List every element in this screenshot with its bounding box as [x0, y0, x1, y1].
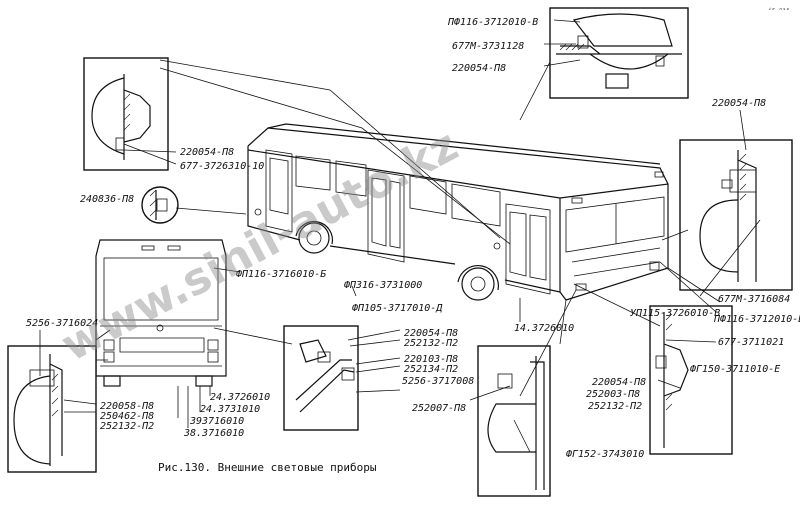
label-5256-3716024: 5256-3716024: [26, 318, 98, 329]
label-top-lamp-2: 677М-3731128: [452, 41, 524, 52]
inset-side-marker: [141, 186, 179, 224]
label-b-252132: 252132-П2: [404, 338, 458, 349]
label-fp105: ФП105-3717010-Д: [352, 303, 443, 314]
label-up115: УП115-3726010-В: [630, 308, 720, 319]
inset-headlamp: [679, 139, 793, 291]
corner-mark: ⁱᵉ ⁿˢᵒ: [768, 7, 790, 14]
label-b-252134: 252134-П2: [404, 364, 458, 375]
inset-marker-lamp: [649, 305, 733, 455]
label-r-24-1: 24.3726010: [210, 392, 270, 403]
label-top-lamp-3: 220054-П8: [452, 63, 506, 74]
label-b-220103: 220103-П8: [404, 354, 458, 365]
leader-lines: [39, 19, 761, 453]
label-top-lamp-1: ПФ116-3712010-В: [447, 17, 538, 28]
label-fp316: ФП316-3731000: [344, 280, 422, 291]
label-left-lamp-1: 220054-П8: [180, 147, 234, 158]
label-rear-143: 14.3726010: [514, 323, 574, 334]
label-b-5256: 5256-3717008: [402, 376, 474, 387]
label-ll-220058: 220058-П8: [100, 401, 154, 412]
label-fg152: ФГ152-3743010: [566, 449, 644, 460]
label-side-marker: 240836-П8: [80, 194, 134, 205]
bus-body: [247, 123, 669, 301]
inset-left-lamp: [83, 57, 169, 171]
part-labels: ПФ116-3712010-В 677М-3731128 220054-П8 2…: [26, 17, 800, 460]
figure-caption: Рис.130. Внешние световые приборы: [158, 461, 377, 474]
label-lr-220054: 220054-П8: [592, 377, 646, 388]
label-rr-220054: 220054-П8: [712, 98, 766, 109]
label-rr-pf116: ПФ116-3712010-В: [713, 314, 800, 325]
label-r-39: 393716010: [189, 416, 244, 427]
inset-bracket-lamp: [283, 325, 359, 431]
inset-rear-lamp: [7, 345, 97, 473]
label-fp116: ФП116-3716010-Б: [236, 269, 326, 280]
inset-roof-lamp: [549, 7, 689, 99]
label-left-lamp-2: 677-3726310-10: [180, 161, 264, 172]
label-lr-252003: 252003-П8: [586, 389, 640, 400]
label-fg150: ФГ150-3711010-Е: [690, 364, 780, 375]
label-ll-252132: 252132-П2: [100, 421, 154, 432]
label-lr-252132: 252132-П2: [588, 401, 642, 412]
label-r-38: 38.3716010: [183, 428, 244, 439]
inset-fog-lamp: [477, 345, 551, 497]
label-b-252007: 252007-П8: [412, 403, 466, 414]
label-b-220054: 220054-П8: [404, 328, 458, 339]
label-rr-677m: 677М-3716084: [718, 294, 790, 305]
label-rr-677: 677-3711021: [718, 337, 784, 348]
label-r-24-2: 24.3731010: [200, 404, 260, 415]
label-ll-250462: 250462-П8: [100, 411, 154, 422]
